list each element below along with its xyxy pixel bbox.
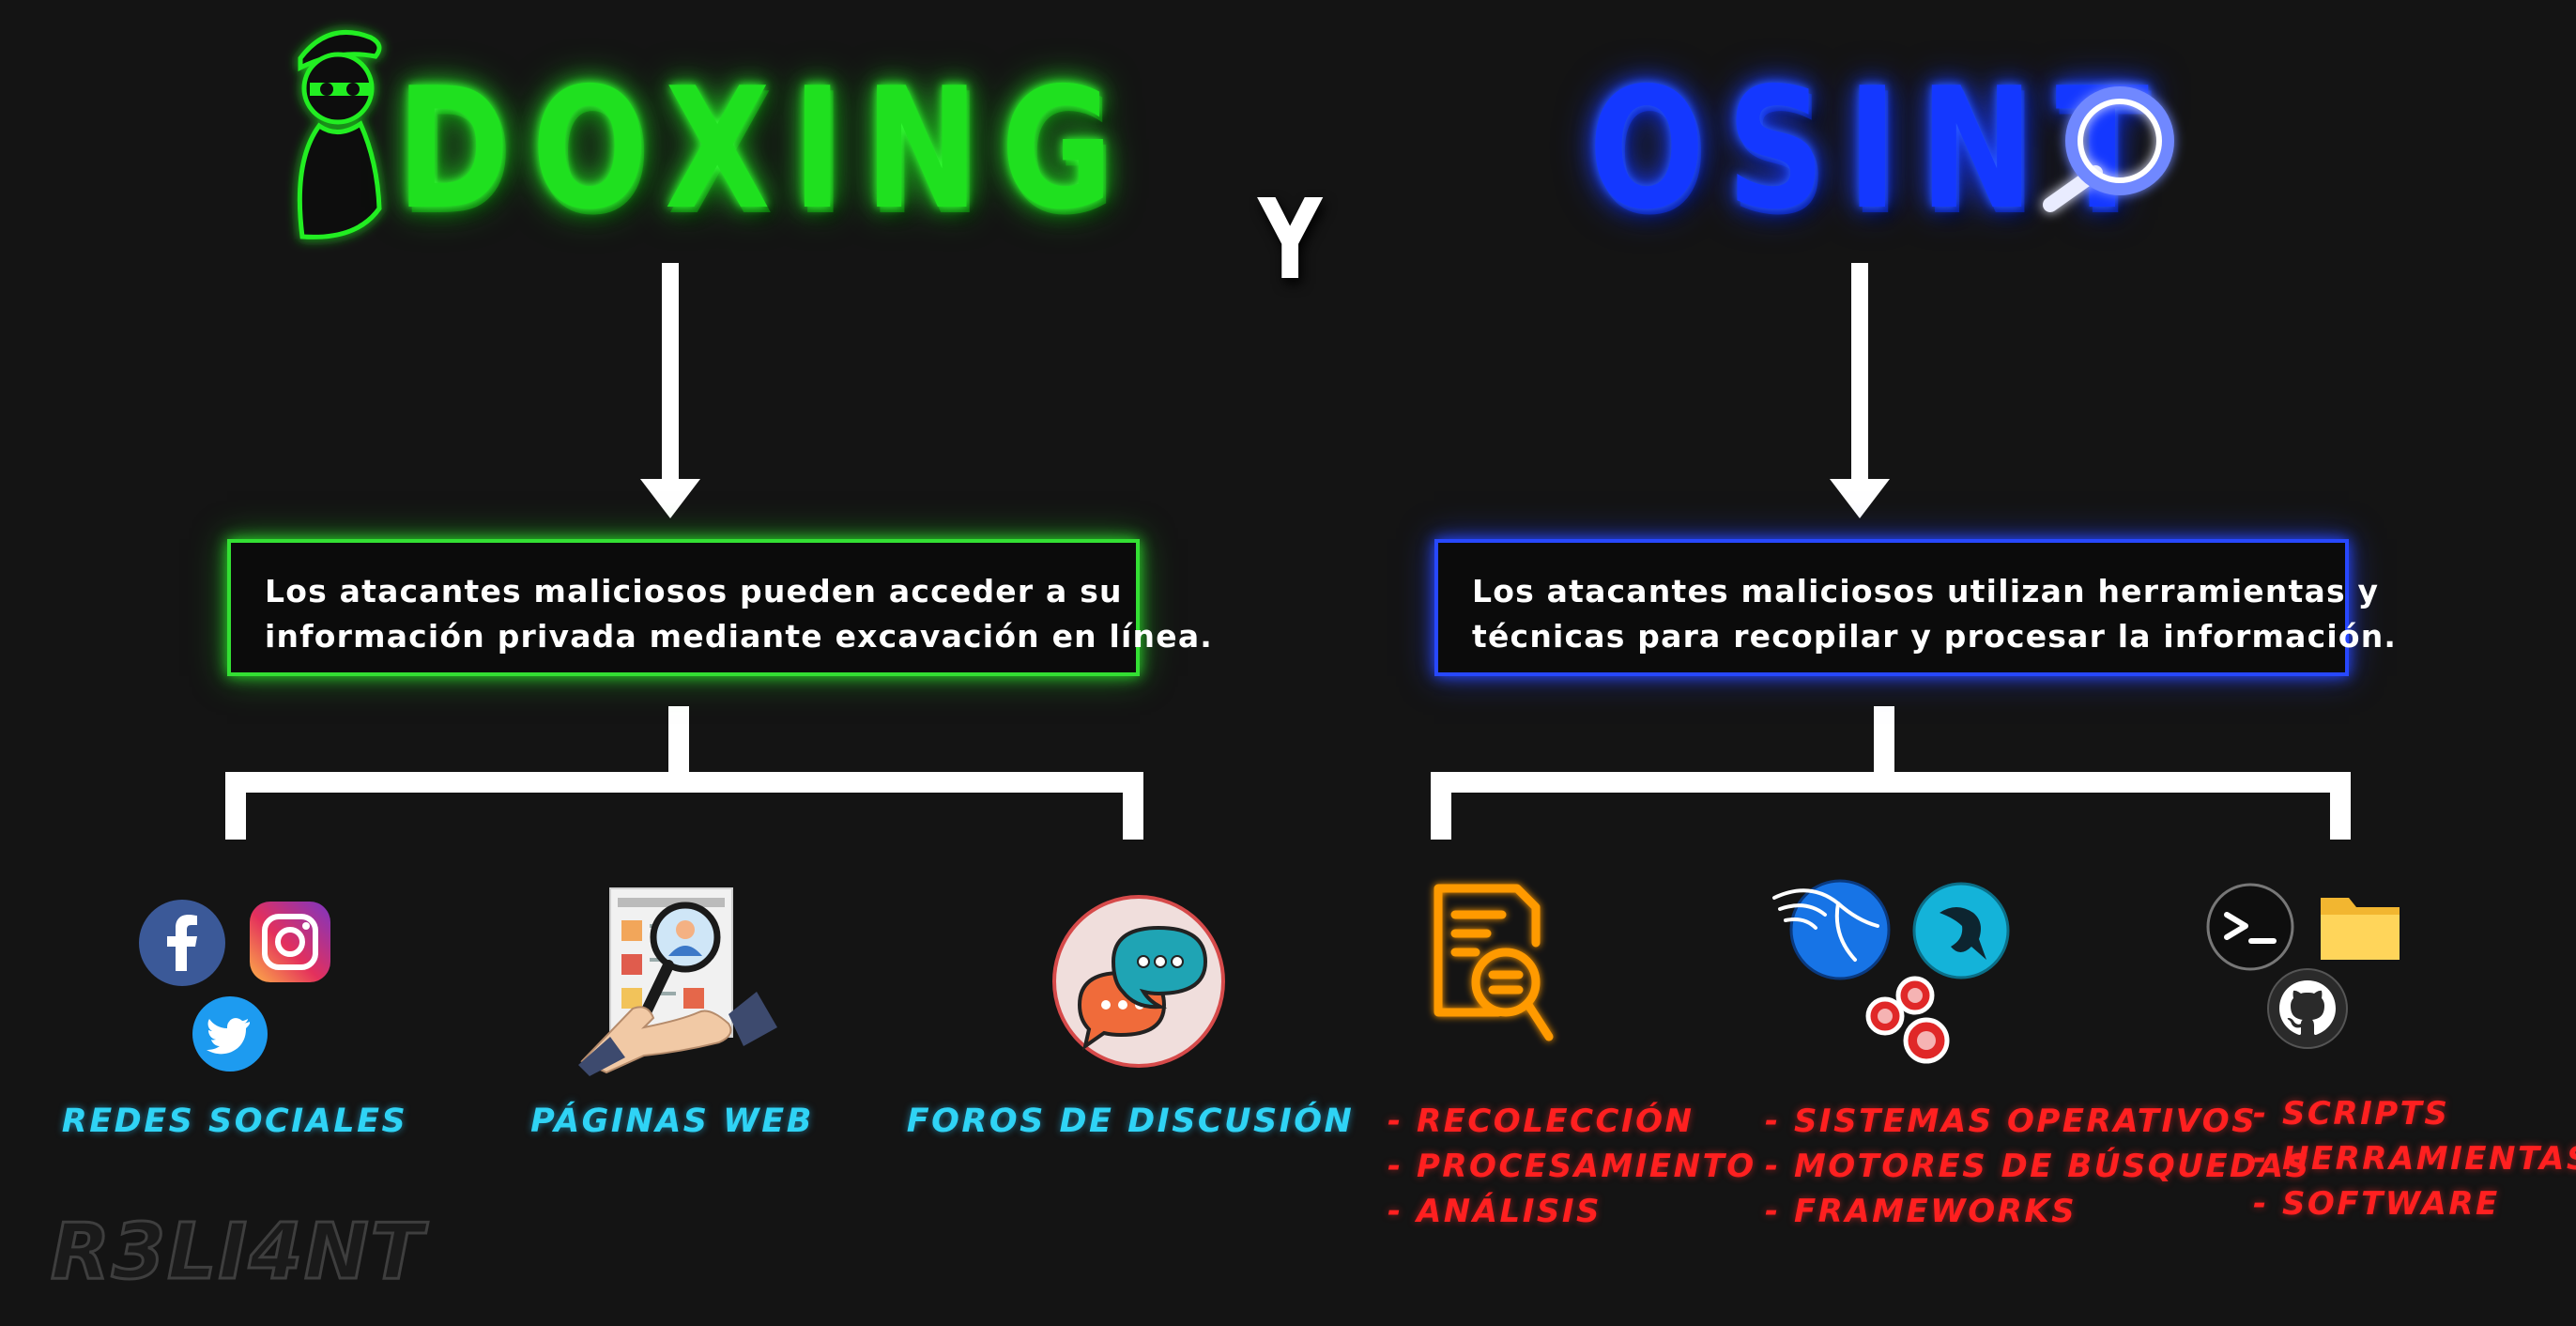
doxing-description-line-2: información privada mediante excavación …	[265, 618, 1214, 655]
terminal-icon	[2206, 883, 2294, 971]
list-item: - HERRAMIENTAS	[2253, 1140, 2576, 1178]
chat-bubbles-icon	[1052, 895, 1225, 1068]
osint-list-tools: - SCRIPTS - HERRAMIENTAS - SOFTWARE	[2253, 1091, 2576, 1226]
list-item: - RECOLECCIÓN	[1388, 1102, 1694, 1140]
list-item: - SOFTWARE	[2253, 1185, 2500, 1223]
category-label-paginas-web: PÁGINAS WEB	[530, 1102, 814, 1140]
kali-linux-icon	[1772, 879, 1891, 980]
hacker-mascot-icon	[297, 29, 382, 239]
category-label-foros-discusion: FOROS DE DISCUSIÓN	[906, 1102, 1355, 1140]
parrot-os-icon	[1912, 882, 2010, 979]
list-item: - SISTEMAS OPERATIVOS	[1765, 1102, 2258, 1140]
list-item: - PROCESAMIENTO	[1388, 1148, 1756, 1185]
framework-circles-icon	[1865, 976, 1950, 1064]
folder-icon	[2321, 898, 2400, 960]
osint-description-box: Los atacantes maliciosos utilizan herram…	[1434, 539, 2398, 676]
document-search-icon	[1434, 884, 1554, 1041]
osint-list-process: - RECOLECCIÓN - PROCESAMIENTO - ANÁLISIS	[1388, 1099, 1756, 1234]
magnifier-icon	[2043, 86, 2174, 212]
title-connector-y: Y	[1258, 175, 1323, 304]
github-icon	[2267, 968, 2348, 1049]
category-label-redes-sociales: REDES SOCIALES	[61, 1102, 408, 1140]
instagram-icon	[250, 902, 330, 982]
list-item: - SCRIPTS	[2253, 1095, 2450, 1133]
web-page-magnifier-icon	[578, 887, 777, 1076]
doxing-description-box: Los atacantes maliciosos pueden acceder …	[227, 539, 1214, 676]
doxing-description-line-1: Los atacantes maliciosos pueden acceder …	[265, 573, 1123, 609]
facebook-icon	[139, 900, 225, 986]
list-item: - FRAMEWORKS	[1765, 1193, 2078, 1230]
list-item: - MOTORES DE BÚSQUEDAS	[1765, 1148, 2311, 1185]
osint-description-line-1: Los atacantes maliciosos utilizan herram…	[1472, 573, 2380, 609]
title-doxing: DOXING	[396, 52, 1135, 246]
osint-list-systems: - SISTEMAS OPERATIVOS - MOTORES DE BÚSQU…	[1765, 1099, 2311, 1234]
twitter-icon	[192, 996, 268, 1072]
watermark-r3li4nt: R3LI4NT	[50, 1207, 425, 1299]
list-item: - ANÁLISIS	[1388, 1193, 1602, 1230]
osint-description-line-2: técnicas para recopilar y procesar la in…	[1472, 618, 2398, 655]
